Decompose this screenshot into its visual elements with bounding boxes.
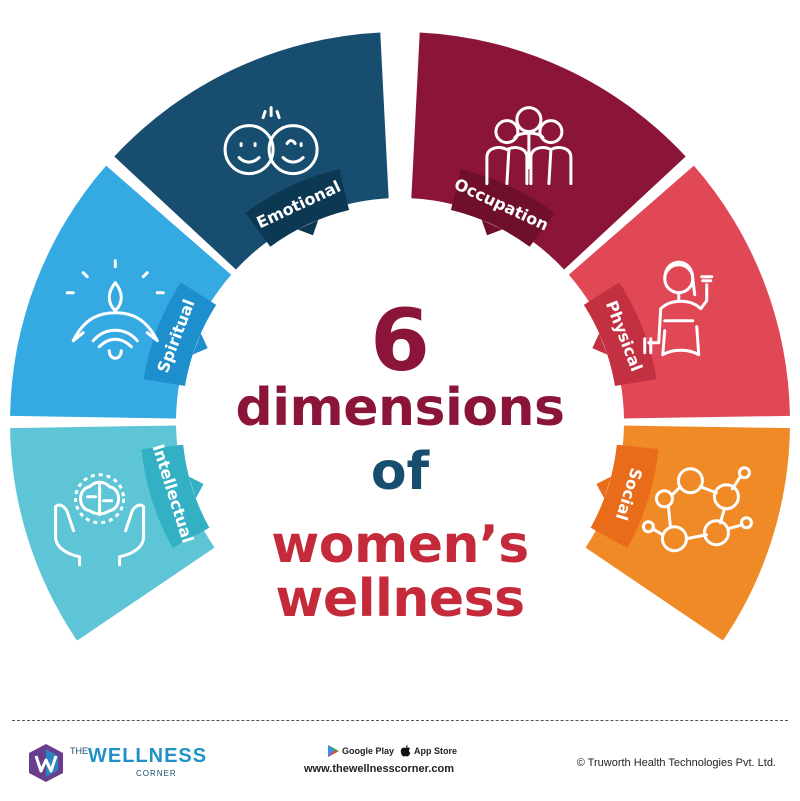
network-icon [641,466,753,553]
logo-wellness: WELLNESS [88,745,208,767]
title-wellness: wellness [275,569,525,629]
meditation-icon [65,259,165,360]
app-store-label: App Store [414,746,458,756]
logo-w-icon [29,744,63,782]
dimension-social: Social [585,425,790,641]
website-link[interactable]: www.thewellnesscorner.com [304,763,454,775]
faces-icon [223,106,319,176]
tab-spiritual [143,282,217,387]
google-play-icon [328,745,339,757]
brain-hands-icon [54,473,146,567]
title-dimensions: dimensions [235,378,566,438]
title-of: of [370,442,430,502]
google-play-link[interactable]: Google Play [328,745,394,757]
tab-intellectual [141,444,210,549]
app-store-link[interactable]: App Store [400,745,457,757]
tab-physical [583,282,657,387]
apple-icon [400,745,411,757]
tab-emotional [245,169,350,247]
dimension-emotional: Emotional [114,32,389,270]
tab-occupation [450,169,555,247]
title-number: 6 [370,291,430,391]
wellness-corner-logo[interactable]: THE WELLNESS CORNER [26,743,206,787]
logo-corner: CORNER [136,769,177,778]
team-icon [485,106,573,186]
tab-social [590,444,659,549]
footer: THE WELLNESS CORNER Google Play App Stor… [0,735,800,801]
title-womens: women’s [271,515,529,575]
copyright-text: © Truworth Health Technologies Pvt. Ltd. [576,757,776,769]
footer-divider [12,720,788,721]
dimension-spiritual: Spiritual [10,165,232,419]
app-stores: Google Play App Store [318,745,498,761]
dumbbell-woman-icon [643,260,714,357]
logo-the: THE [70,746,88,756]
google-play-label: Google Play [342,746,395,756]
